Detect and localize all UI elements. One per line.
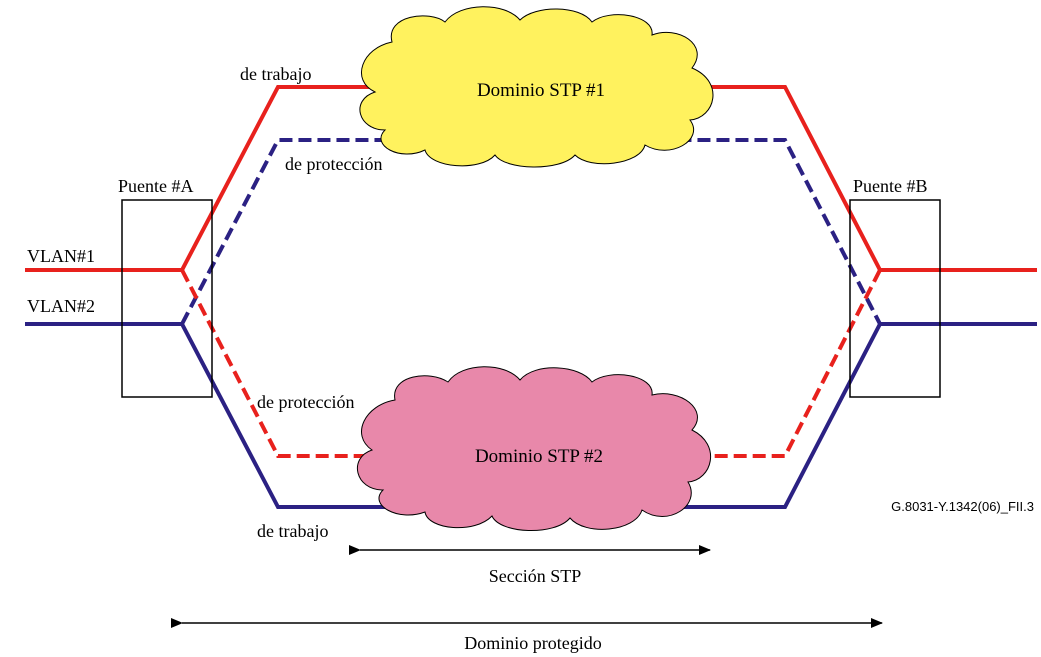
vlan2-label: VLAN#2 [27,296,95,316]
working-top-label: de trabajo [240,64,311,84]
protected-domain-label: Dominio protegido [464,633,602,653]
stp-domain-1-label: Dominio STP #1 [477,80,605,101]
working-bottom-label: de trabajo [257,521,328,541]
vlan1-label: VLAN#1 [27,246,95,266]
bridge-b-box [849,199,941,398]
stp-domain-1-cloud [359,6,714,168]
stp-domain-2-cloud [356,366,711,531]
figure-id-label: G.8031-Y.1342(06)_FII.3 [891,499,1034,514]
protection-bottom-label: de protección [257,392,354,412]
bridge-a-box [121,199,213,398]
stp-domain-2-label: Dominio STP #2 [475,446,603,467]
protection-top-label: de protección [285,154,382,174]
bridge-b-label: Puente #B [853,176,928,196]
bridge-a-label: Puente #A [118,176,194,196]
stp-section-label: Sección STP [489,566,582,586]
